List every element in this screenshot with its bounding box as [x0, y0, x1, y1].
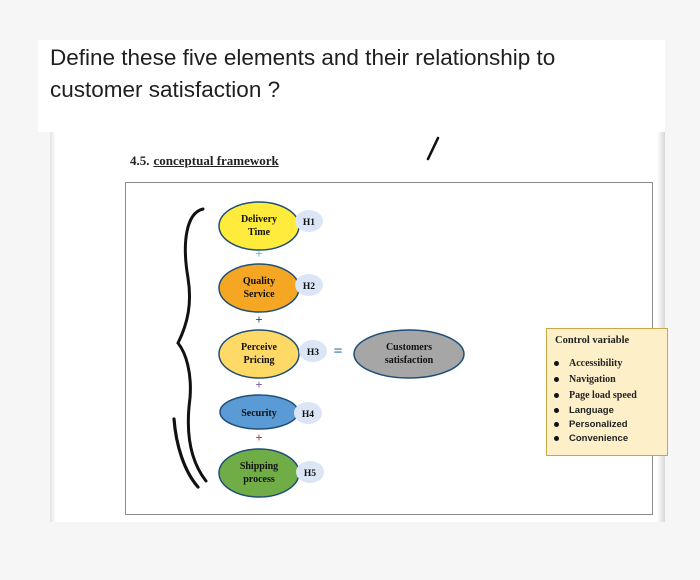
control-variable-box: Control variable Accessibility Navigatio…: [546, 328, 668, 456]
question-card: Define these five elements and their rel…: [38, 40, 665, 132]
framework-diagram: Delivery Time H1 + Quality Service H2 +: [125, 182, 668, 515]
element-4-line-1: Security: [241, 408, 277, 419]
control-item-label: Accessibility: [569, 358, 623, 369]
element-1-line-1: Delivery: [241, 214, 277, 225]
control-item-label: Page load speed: [569, 390, 637, 401]
element-1-line-2: Time: [248, 227, 271, 238]
hypothesis-h1-label: H1: [303, 218, 315, 228]
bullet-icon: [554, 361, 559, 366]
list-item: Page load speed: [551, 388, 637, 404]
plus-icon: +: [255, 377, 262, 392]
bullet-icon: [554, 377, 559, 382]
element-security: Security: [219, 394, 299, 430]
element-2-line-2: Service: [243, 289, 275, 300]
element-3-line-1: Perceive: [241, 342, 277, 353]
list-item: Personalized: [551, 418, 637, 432]
element-5-line-2: process: [243, 474, 275, 485]
element-5-line-1: Shipping: [240, 461, 278, 472]
question-text: Define these five elements and their rel…: [50, 42, 650, 106]
bullet-icon: [554, 422, 559, 427]
element-2-line-1: Quality: [243, 276, 275, 287]
attached-photo: 4.5.conceptual framework Delivery Time H…: [50, 132, 668, 522]
list-item: Convenience: [551, 432, 637, 446]
control-item-label: Convenience: [569, 433, 629, 444]
section-number: 4.5.: [130, 153, 150, 168]
outcome-line-1: Customers: [386, 342, 432, 353]
hypothesis-h3-label: H3: [307, 348, 319, 358]
hypothesis-h1: H1: [295, 210, 323, 232]
hypothesis-h4: H4: [294, 402, 322, 424]
plus-icon: +: [255, 430, 262, 445]
bullet-icon: [554, 436, 559, 441]
pen-mark-icon: [426, 136, 440, 161]
element-delivery-time: Delivery Time: [218, 201, 300, 251]
handwritten-stroke-icon: [172, 417, 200, 489]
element-quality-service: Quality Service: [218, 263, 300, 313]
element-shipping-process: Shipping process: [218, 448, 300, 498]
control-variable-list: Accessibility Navigation Page load speed…: [551, 356, 637, 446]
question-line-1: Define these five elements and their rel…: [50, 45, 556, 70]
list-item: Language: [551, 404, 637, 418]
hypothesis-h5-label: H5: [304, 469, 316, 479]
photo-shadow-right: [657, 132, 665, 522]
hypothesis-h2: H2: [295, 274, 323, 296]
control-item-label: Language: [569, 405, 614, 416]
bullet-icon: [554, 393, 559, 398]
outcome-customers-satisfaction: Customers satisfaction: [353, 329, 465, 379]
hypothesis-h4-label: H4: [302, 410, 314, 420]
element-3-line-2: Pricing: [243, 355, 274, 366]
control-item-label: Personalized: [569, 419, 628, 430]
hypothesis-h5: H5: [296, 461, 324, 483]
element-perceive-pricing: Perceive Pricing: [218, 329, 300, 379]
bullet-icon: [554, 408, 559, 413]
section-heading: 4.5.conceptual framework: [130, 153, 279, 169]
plus-icon: +: [255, 312, 262, 327]
handwritten-brace-icon: [176, 207, 208, 483]
section-title: conceptual framework: [153, 153, 279, 168]
control-variable-title: Control variable: [555, 335, 630, 346]
plus-icon: +: [255, 246, 262, 261]
control-item-label: Navigation: [569, 374, 616, 385]
outcome-line-2: satisfaction: [385, 355, 434, 366]
question-line-2: customer satisfaction ?: [50, 77, 281, 102]
hypothesis-h3: H3: [299, 340, 327, 362]
equals-sign: =: [333, 343, 342, 360]
list-item: Navigation: [551, 372, 637, 388]
list-item: Accessibility: [551, 356, 637, 372]
hypothesis-h2-label: H2: [303, 282, 315, 292]
photo-shadow-left: [50, 132, 56, 522]
